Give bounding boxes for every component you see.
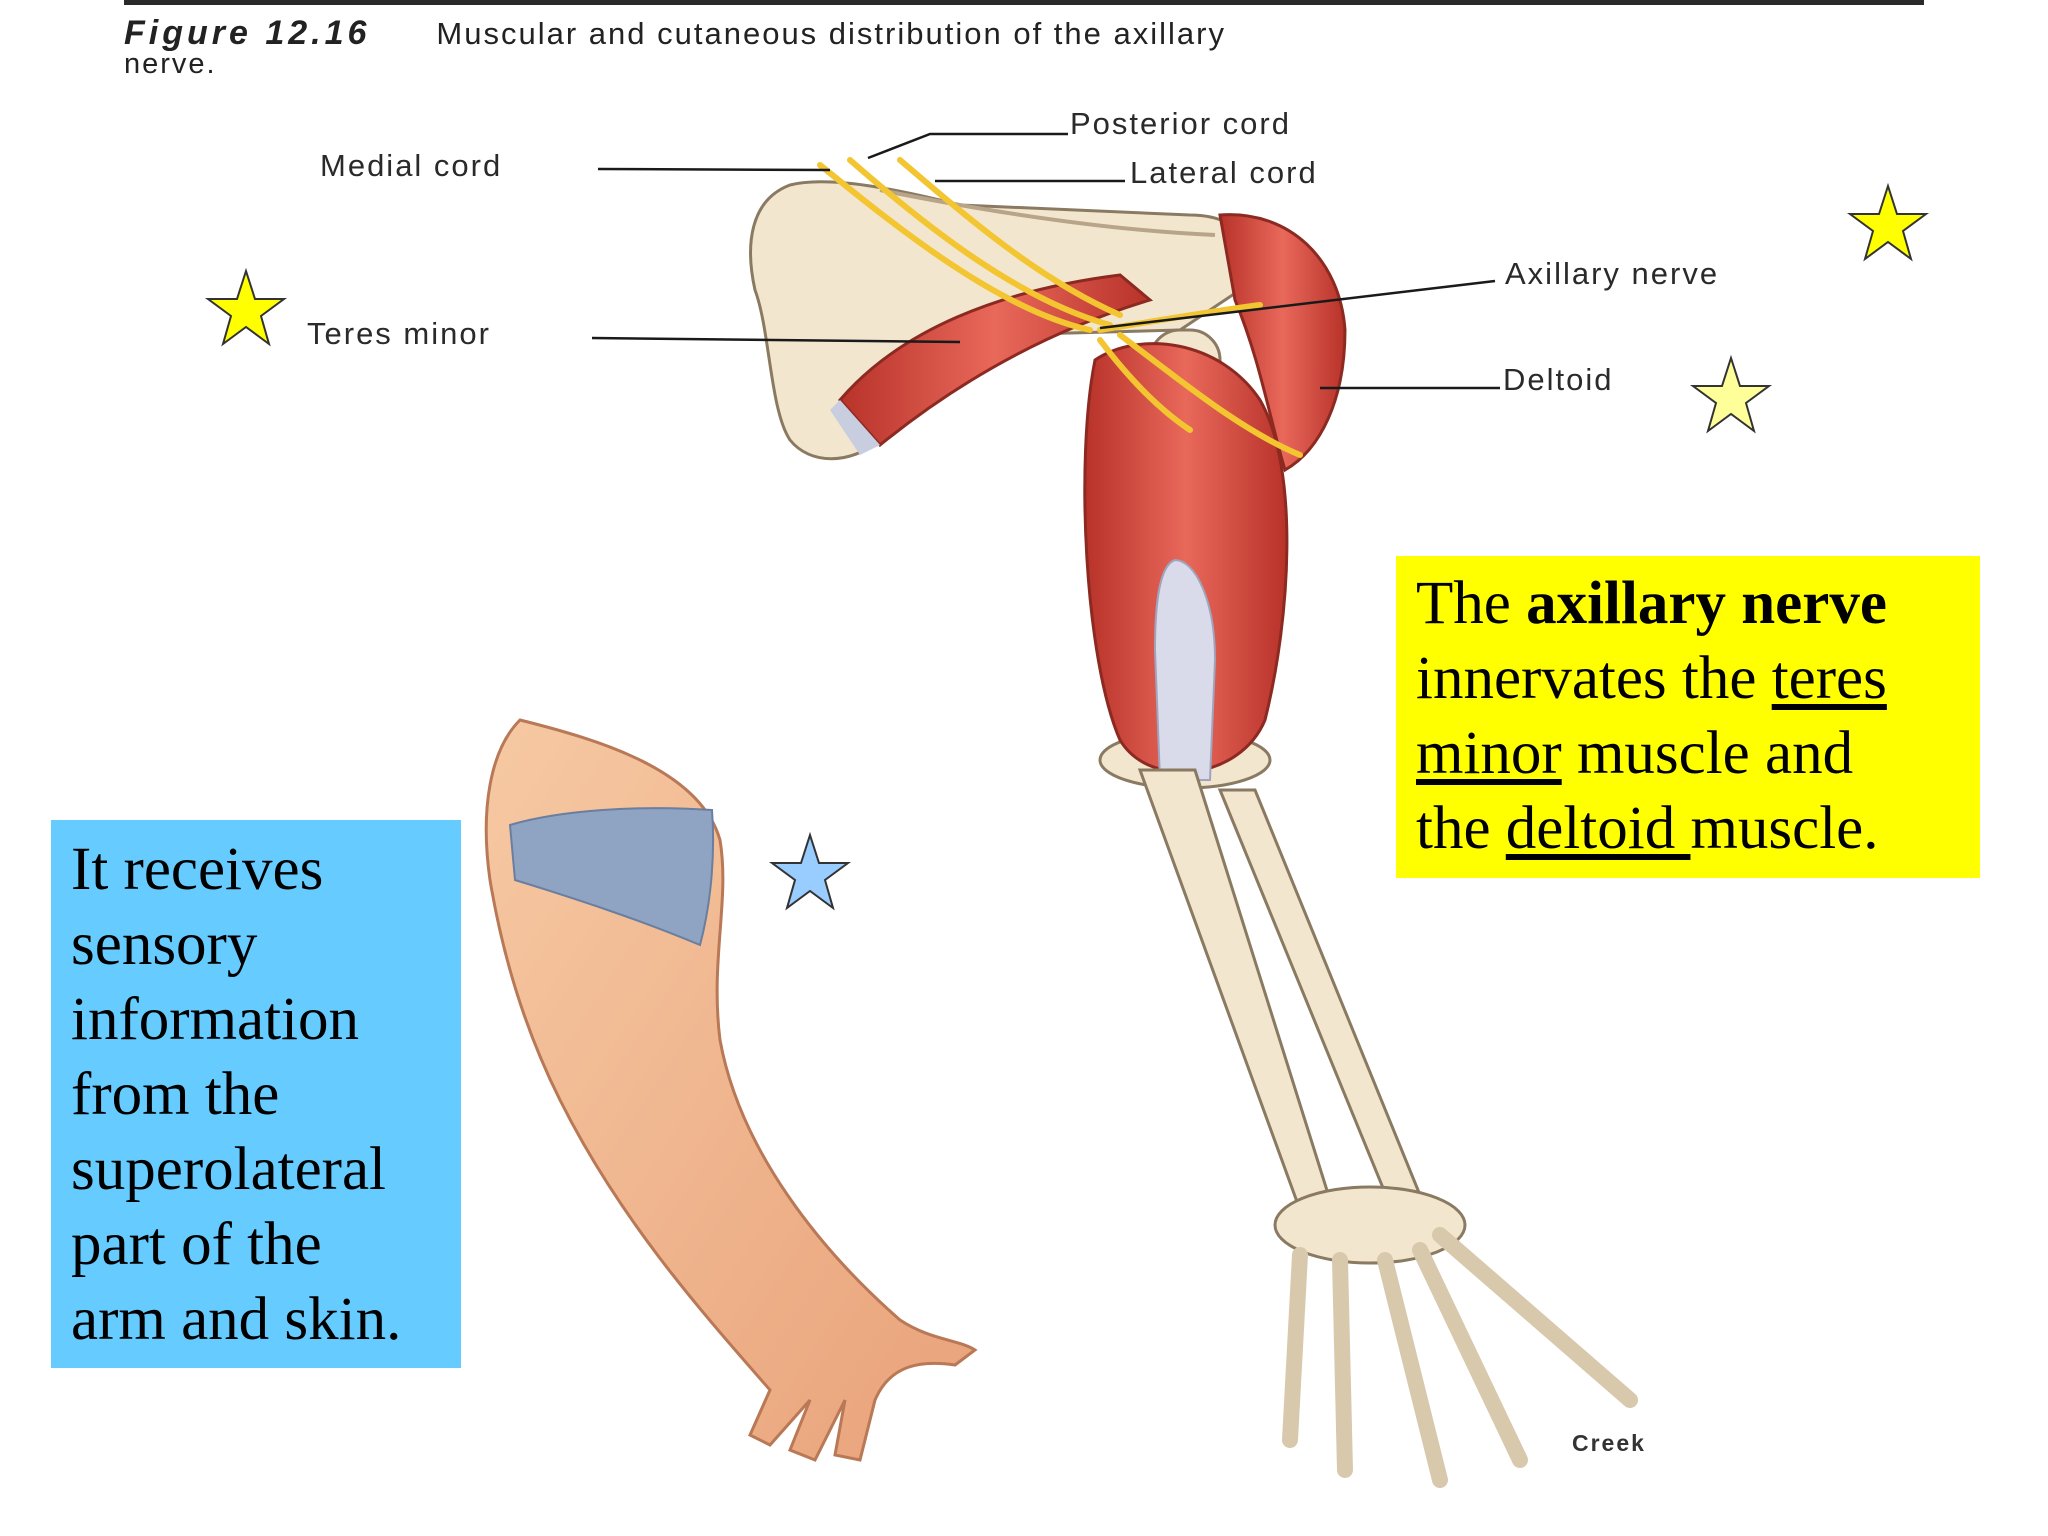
callout-text: innervates the [1416,645,1772,712]
callout-underlined-term: teres [1771,645,1887,712]
callout-line: from the [71,1061,280,1128]
callout-line: sensory [71,911,258,978]
callout-line: superolateral [71,1136,387,1203]
label-posterior-cord: Posterior cord [1070,106,1291,141]
callout-line: It receives [71,836,324,903]
callout-text: muscle and [1561,720,1854,787]
star-icon-deltoid [1689,354,1773,434]
forearm-bones [1137,768,1467,1265]
figure-title-line2: nerve. [124,48,217,80]
label-deltoid: Deltoid [1503,362,1614,397]
callout-line: arm and skin. [71,1286,402,1353]
callout-line: part of the [71,1211,322,1278]
deltoid-muscle [1218,213,1347,473]
brachial-plexus-nerves [817,157,1303,458]
teres-minor-muscle [838,273,1154,448]
label-medial-cord: Medial cord [320,148,503,183]
sensory-area-shading [508,807,715,947]
label-teres-minor: Teres minor [307,316,491,351]
callout-bold-term: axillary nerve [1526,570,1887,637]
illustrator-credit: Creek [1572,1430,1646,1456]
callout-underlined-term: deltoid [1505,795,1691,862]
star-icon-sensory-area [768,831,852,911]
label-axillary-nerve: Axillary nerve [1505,256,1720,291]
axillary-nerve-callout: The axillary nerve innervates the teres … [1396,556,1980,878]
callout-text: The [1416,570,1527,637]
callout-text: the [1416,795,1506,862]
callout-underlined-term: minor [1416,720,1562,787]
sensory-info-callout: It receives sensory information from the… [51,820,461,1368]
star-icon-axillary-nerve [1846,182,1930,262]
hand-bones [1282,1227,1638,1488]
figure-title-line1: Muscular and cutaneous distribution of t… [436,16,1226,51]
top-rule [124,0,1924,5]
callout-line: information [71,986,359,1053]
figure-number: Figure 12.16 [124,14,371,52]
star-icon-teres-minor [204,267,288,347]
leader-lines [591,132,1500,390]
triceps-muscle [1083,342,1289,774]
figure-caption: Figure 12.16 Muscular and cutaneous distr… [124,14,1226,53]
skin-arm-illustration [484,718,978,1462]
callout-text: muscle. [1690,795,1879,862]
label-lateral-cord: Lateral cord [1130,155,1318,190]
